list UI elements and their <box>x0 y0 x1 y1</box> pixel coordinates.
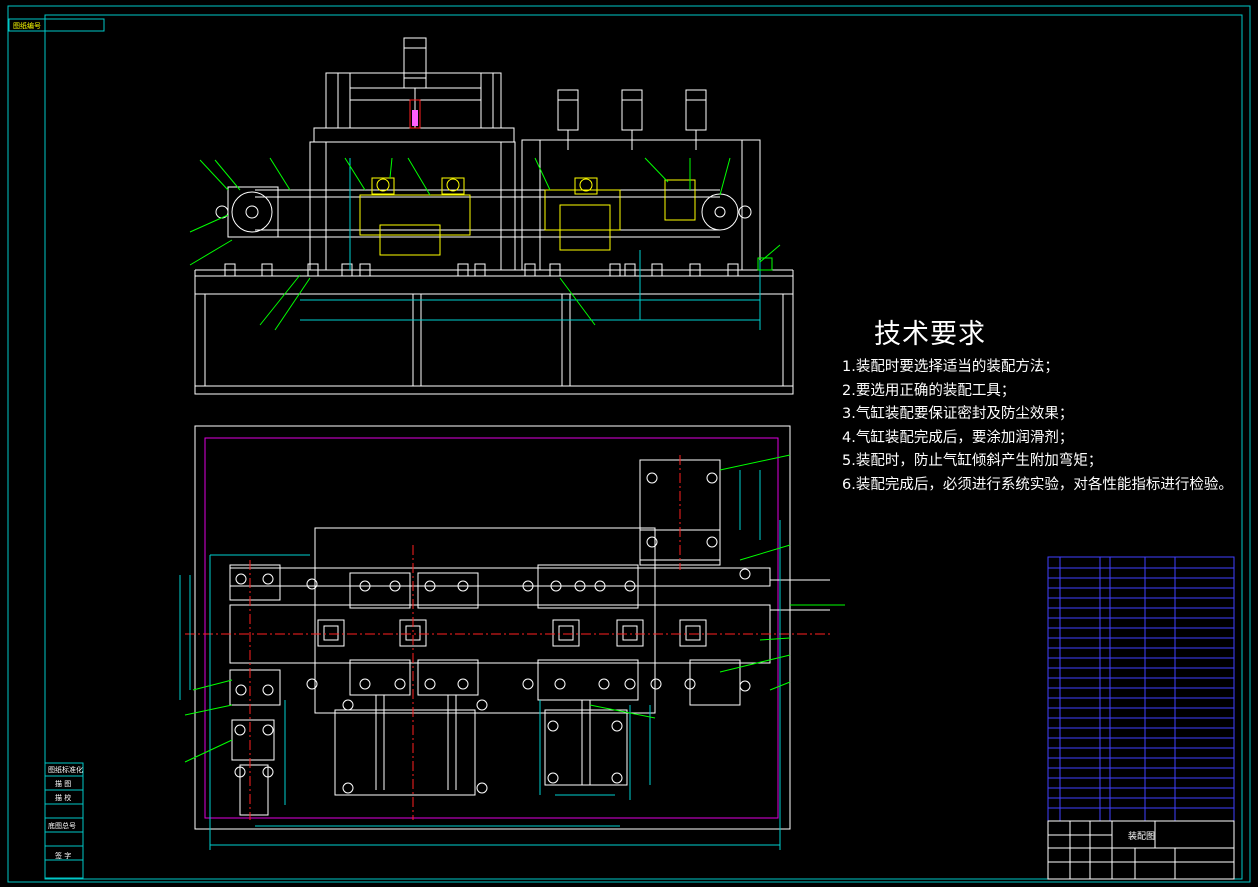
svg-text:底图总号: 底图总号 <box>48 821 76 830</box>
outer-frame <box>7 5 1251 883</box>
requirement-item: 1.装配时要选择适当的装配方法； <box>842 359 1059 375</box>
requirement-item: 2.要选用正确的装配工具； <box>842 382 1016 399</box>
requirement-item: 4.气缸装配完成后，要涂加润滑剂； <box>842 429 1074 446</box>
drawing-name: 装配图 <box>1128 832 1156 842</box>
requirement-item: 6.装配完成后，必须进行系统实验，对各性能指标进行检验。 <box>842 476 1233 493</box>
svg-text:签 字: 签 字 <box>55 851 71 860</box>
svg-text:图纸标准化: 图纸标准化 <box>48 765 83 774</box>
left-margin-table <box>44 762 84 879</box>
technical-requirements: 技术要求 1.装配时要选择适当的装配方法； 2.要选用正确的装配工具； 3.气缸… <box>842 312 1233 498</box>
technical-requirements-title: 技术要求 <box>874 319 986 350</box>
front-view <box>189 37 794 395</box>
requirement-item: 5.装配时，防止气缸倾斜产生附加弯矩； <box>842 453 1103 470</box>
corner-code-text: 图纸编号 <box>13 21 41 30</box>
requirement-item: 3.气缸装配要保证密封及防尘效果； <box>842 406 1074 423</box>
title-block <box>1047 820 1235 880</box>
parts-list-table <box>1047 556 1235 822</box>
svg-text:描 图: 描 图 <box>55 779 71 788</box>
svg-text:描 校: 描 校 <box>55 793 71 802</box>
inner-frame <box>44 14 1243 880</box>
plan-view <box>179 425 845 850</box>
corner-code-box <box>8 18 105 32</box>
